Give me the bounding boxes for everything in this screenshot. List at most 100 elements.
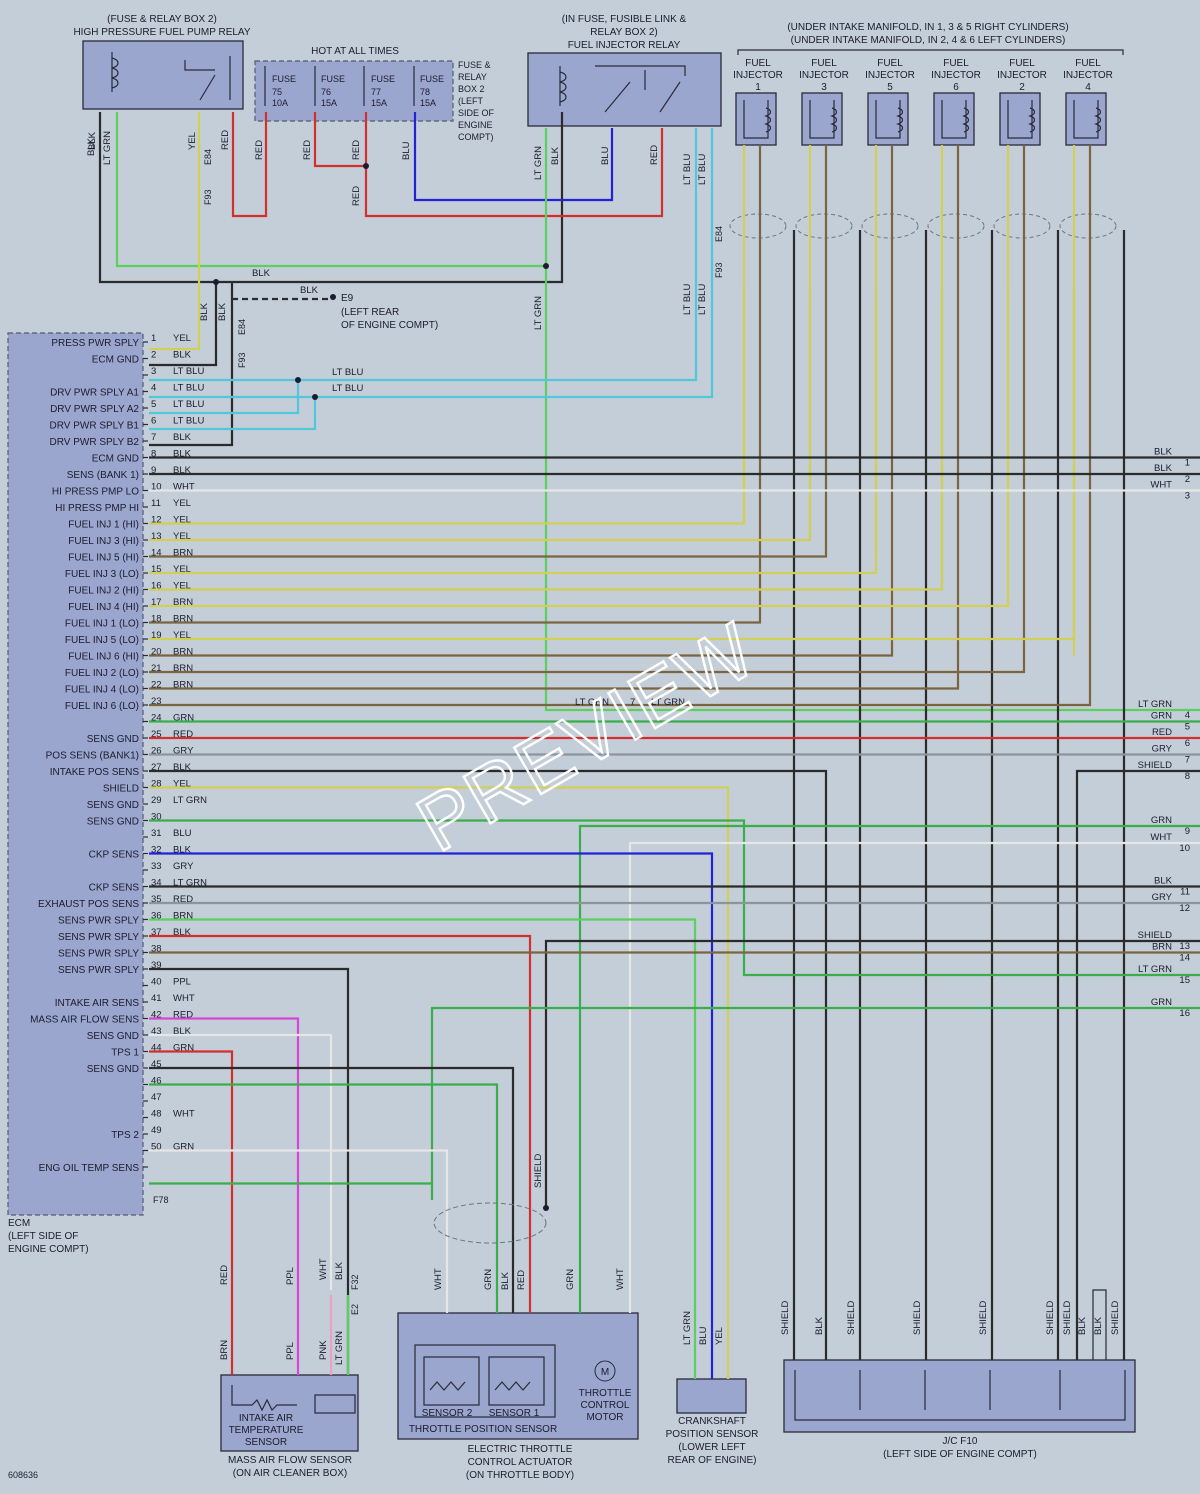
ecm-pin-number: 14 [151, 548, 162, 559]
wire-brn [149, 290, 960, 690]
svg-text:FUEL: FUEL [1009, 58, 1035, 69]
svg-text:ELECTRIC THROTTLE: ELECTRIC THROTTLE [468, 1444, 573, 1455]
ecm-pin-number: 27 [151, 762, 162, 773]
right-edge-wire-color: WHT [1150, 832, 1172, 843]
ecm-pin-label: FUEL INJ 4 (LO) [65, 685, 139, 696]
wire-red [149, 1050, 234, 1375]
ecm-pin-wire-color: YEL [173, 779, 191, 790]
svg-text:FUEL INJECTOR RELAY: FUEL INJECTOR RELAY [568, 40, 681, 51]
ecm-pin-label: FUEL INJ 2 (HI) [68, 586, 139, 597]
ecm-pin-number: 15 [151, 564, 162, 575]
svg-text:PPL: PPL [285, 1267, 296, 1285]
svg-text:15A: 15A [321, 98, 337, 108]
wire-brn [149, 290, 762, 624]
wire-red [149, 934, 532, 1313]
ecm-pin-wire-color: WHT [173, 1109, 195, 1120]
svg-text:GRN: GRN [565, 1269, 576, 1290]
right-edge-number: 5 [1185, 722, 1190, 733]
svg-text:SIDE OF: SIDE OF [458, 108, 495, 118]
ecm-pin-label: HI PRESS PMP LO [52, 487, 139, 498]
ecm: ECM (LEFT SIDE OF ENGINE COMPT) F78 PRES… [7, 332, 207, 1255]
ecm-pin-wire-color: YEL [173, 515, 191, 526]
ecm-pin-number: 37 [151, 927, 162, 938]
right-edge-number: 13 [1179, 941, 1190, 952]
svg-text:YEL: YEL [187, 132, 198, 150]
svg-text:RED: RED [516, 1270, 527, 1290]
svg-text:LT BLU: LT BLU [697, 284, 708, 315]
svg-text:F93: F93 [714, 262, 724, 278]
right-edge-wire-color: SHIELD [1138, 760, 1172, 771]
svg-text:CONTROL: CONTROL [581, 1400, 630, 1411]
ecm-pin-wire-color: LT BLU [173, 366, 204, 377]
svg-text:4: 4 [1085, 82, 1091, 93]
svg-text:ENGINE COMPT): ENGINE COMPT) [8, 1244, 89, 1255]
ecm-pin-number: 21 [151, 663, 162, 674]
ecm-pin-label: FUEL INJ 2 (LO) [65, 668, 139, 679]
svg-text:CRANKSHAFT: CRANKSHAFT [678, 1416, 746, 1427]
ecm-pin-wire-color: BRN [173, 647, 193, 658]
svg-text:LT BLU: LT BLU [682, 154, 693, 185]
fuse-78: FUSE 78 15A [420, 74, 444, 108]
ecm-pin-label: CKP SENS [89, 850, 140, 861]
wire-lt-grn [115, 112, 546, 268]
svg-text:BLK: BLK [334, 1261, 345, 1280]
fuse-75: FUSE 75 10A [272, 74, 296, 108]
right-edge-number: 9 [1185, 826, 1190, 837]
svg-text:E2: E2 [350, 1304, 360, 1315]
fuse-box: HOT AT ALL TIMES FUSE 75 10A FUSE 76 15A… [254, 46, 495, 142]
svg-text:SHIELD: SHIELD [912, 1301, 923, 1335]
svg-text:RED: RED [302, 140, 313, 160]
ecm-pin-number: 49 [151, 1125, 162, 1136]
ecm-pin-wire-color: LT BLU [173, 383, 204, 394]
svg-text:78: 78 [420, 87, 430, 97]
ecm-pin-wire-color: BRN [173, 911, 193, 922]
wire-wht [149, 1149, 449, 1313]
svg-text:BLK: BLK [500, 1271, 511, 1290]
ecm-pin-number: 8 [151, 449, 156, 460]
right-edge-wire-color: GRY [1152, 744, 1173, 755]
right-edge-number: 8 [1185, 771, 1190, 782]
svg-text:ECM: ECM [8, 1218, 30, 1229]
right-edge-number: 15 [1179, 975, 1190, 986]
svg-text:WHT: WHT [615, 1268, 626, 1290]
fuse-76: FUSE 76 15A [321, 74, 345, 108]
ecm-pin-wire-color: BLK [173, 350, 192, 361]
svg-text:PPL: PPL [285, 1342, 296, 1360]
right-edge-number: 16 [1179, 1008, 1190, 1019]
wire-blu [149, 852, 714, 1379]
svg-text:TEMPERATURE: TEMPERATURE [229, 1425, 304, 1436]
wire-yel [149, 290, 944, 591]
svg-text:(LEFT REAR: (LEFT REAR [341, 307, 399, 318]
ecm-pin-wire-color: RED [173, 1010, 193, 1021]
wire-red [364, 128, 664, 218]
wire-lt-blu [149, 397, 317, 431]
wire-blk [149, 1066, 515, 1313]
ecm-pin-wire-color: BLK [173, 465, 192, 476]
crankshaft-position-sensor: CRANKSHAFT POSITION SENSOR (LOWER LEFT R… [666, 1378, 758, 1466]
svg-text:HIGH PRESSURE FUEL PUMP RELAY: HIGH PRESSURE FUEL PUMP RELAY [73, 27, 250, 38]
ecm-pin-label: DRV PWR SPLY A1 [50, 388, 139, 399]
svg-text:INJECTOR: INJECTOR [1063, 70, 1113, 81]
ecm-pin-label: SENS GND [87, 817, 139, 828]
svg-text:E9: E9 [341, 293, 354, 304]
wire-lt-blu [149, 128, 698, 382]
ecm-pin-label: PRESS PWR SPLY [51, 338, 139, 349]
ecm-pin-label: DRV PWR SPLY B1 [50, 421, 140, 432]
ecm-pin-number: 50 [151, 1142, 162, 1153]
ecm-pin-number: 29 [151, 795, 162, 806]
wire-brn [149, 290, 894, 657]
ecm-pin-number: 22 [151, 680, 162, 691]
svg-text:J/C F10: J/C F10 [942, 1436, 977, 1447]
right-edge-wire-color: RED [1152, 727, 1172, 738]
ecm-pin-number: 3 [151, 366, 156, 377]
svg-text:YEL: YEL [714, 1327, 725, 1345]
svg-text:RED: RED [219, 1265, 230, 1285]
wire-brn [149, 290, 1026, 674]
svg-text:FUEL: FUEL [943, 58, 969, 69]
svg-text:GRN: GRN [483, 1269, 494, 1290]
ecm-pin-label: FUEL INJ 3 (LO) [65, 569, 139, 580]
ecm-pin-number: 44 [151, 1043, 162, 1054]
